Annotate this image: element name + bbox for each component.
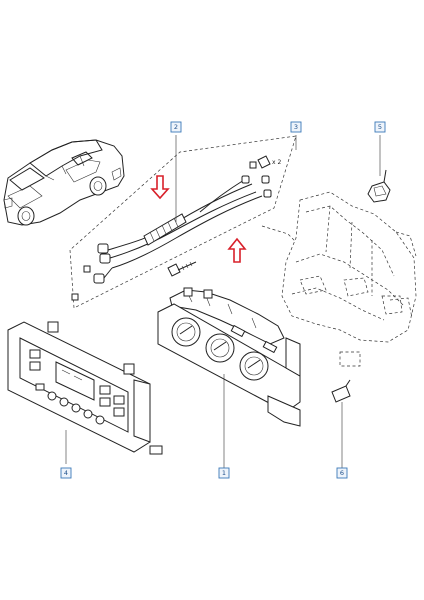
housing-leader [261,225,297,243]
part-6-bulb [331,351,361,403]
callout-2: 2 [170,121,182,133]
callout-4: 4 [60,467,72,479]
svg-text:5: 5 [378,123,382,131]
callout-1: 1 [218,467,230,479]
quantity-label: x 2 [272,159,281,166]
callout-6: 6 [336,467,348,479]
heater-control-panel [157,287,301,427]
control-cables [71,155,272,301]
svg-text:4: 4 [64,469,68,477]
part-5-clip [367,169,391,203]
red-arrow-up [227,237,247,263]
panel-bezel [7,321,163,455]
callout-5: 5 [374,121,386,133]
heater-housing [281,191,417,343]
cable-group-outline [69,135,297,309]
svg-text:1: 1 [222,469,226,477]
svg-text:3: 3 [294,123,298,131]
screw [167,261,197,277]
car-illustration [3,139,125,226]
svg-text:6: 6 [340,469,344,477]
red-arrow-down [150,175,170,200]
svg-text:2: 2 [174,123,178,131]
callout-3: 3 [290,121,302,133]
